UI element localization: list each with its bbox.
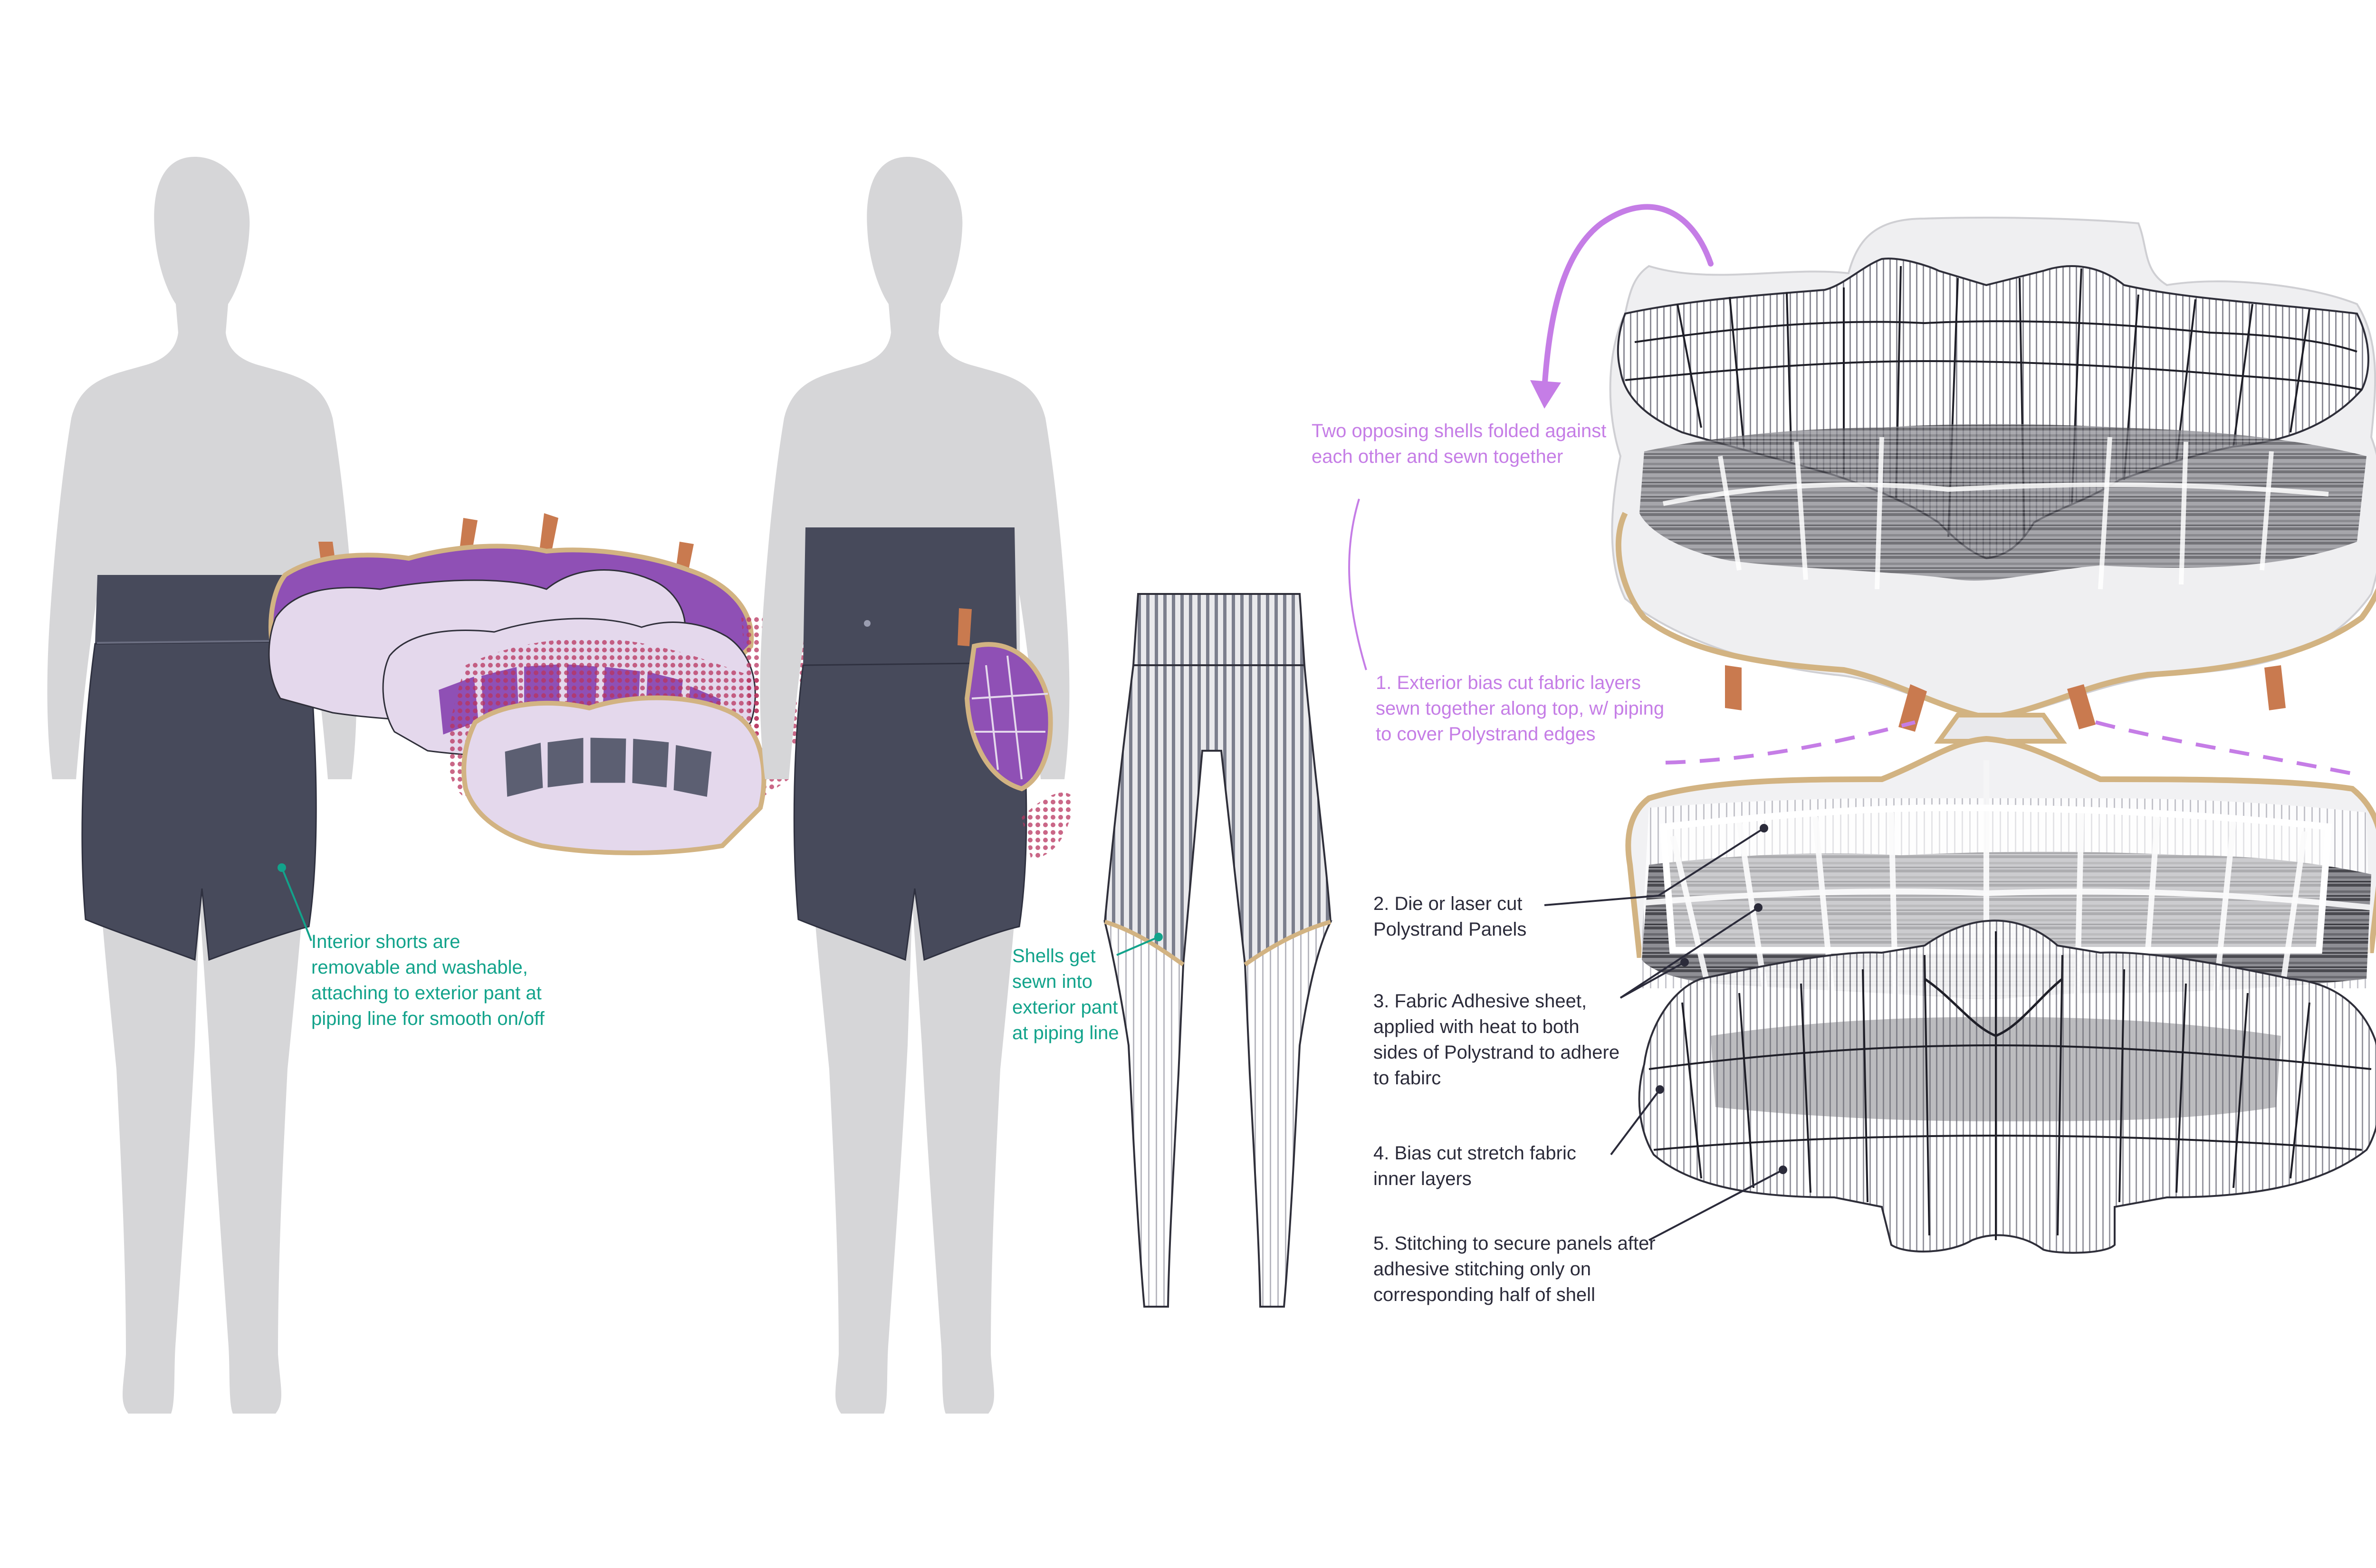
tab [2264, 665, 2286, 710]
exterior-leggings [1103, 593, 1332, 1308]
shorts-waistband [95, 575, 309, 644]
leader-step3b [1620, 961, 1685, 999]
leader-step2 [1544, 827, 1765, 906]
middle-figure [760, 157, 1074, 1414]
fold-note: Two opposing shells folded against each … [1312, 421, 1607, 467]
hip-shell-mesh [1022, 792, 1074, 860]
interior-shorts [81, 575, 317, 961]
tab [958, 608, 972, 646]
upper-shell-seams [1663, 437, 2329, 590]
navel-marker [864, 620, 871, 627]
step-4-note: 4. Bias cut stretch fabric inner layers [1373, 1143, 1576, 1189]
shorts-legs [81, 641, 317, 961]
hip-shell-panels [971, 655, 1048, 780]
shorts-legs-middle [793, 662, 1027, 961]
tab [1725, 665, 1742, 710]
shell-hinge [1934, 713, 2067, 744]
tab [539, 513, 558, 554]
leader-step3a [1619, 907, 1759, 999]
shell-assembly [1530, 204, 2376, 1254]
tab [1898, 684, 1927, 732]
leggings-upper [1103, 664, 1332, 966]
interior-shorts-note: Interior shorts are removable and washab… [311, 931, 545, 1029]
inner-layer-grid [1648, 931, 2372, 1240]
step-2-note: 2. Die or laser cut Polystrand Panels [1373, 893, 1527, 940]
upper-shell-polystrand [1639, 424, 2366, 581]
leader-step4 [1610, 1089, 1661, 1156]
inner-layer-shell [1638, 919, 2376, 1254]
inner-layer-center-seam [1924, 977, 2063, 1037]
piping-line-left [1104, 919, 1185, 966]
step-1-note: 1. Exterior bias cut fabric layers sewn … [1376, 672, 1665, 745]
adhesive-sheet [1659, 804, 2332, 954]
tab [2067, 684, 2096, 729]
step-3-note: 3. Fabric Adhesive sheet, applied with h… [1373, 991, 1620, 1089]
fold-arrow [1542, 204, 1714, 392]
leader-leggings [1116, 936, 1159, 956]
leggings-lower-right [1244, 920, 1332, 1308]
left-figure [47, 157, 357, 1414]
leader-lines [278, 498, 1787, 1241]
leader-step5 [1648, 1169, 1783, 1241]
piping-line-right [1244, 919, 1332, 966]
leader-shorts [281, 867, 312, 941]
lower-shell-panels [502, 735, 714, 800]
leader-fold [1348, 498, 1367, 670]
step-5-note: 5. Stitching to secure panels after adhe… [1373, 1233, 1656, 1305]
leggings-waistband [1132, 593, 1306, 666]
fold-arrow-head [1530, 380, 1561, 409]
fold-guide-right [2095, 720, 2357, 776]
exploded-shell-stack [268, 513, 817, 855]
fold-guide-left [1665, 720, 1916, 765]
leggings-piping-note: Shells get sewn into exterior pant at pi… [1012, 946, 1119, 1043]
